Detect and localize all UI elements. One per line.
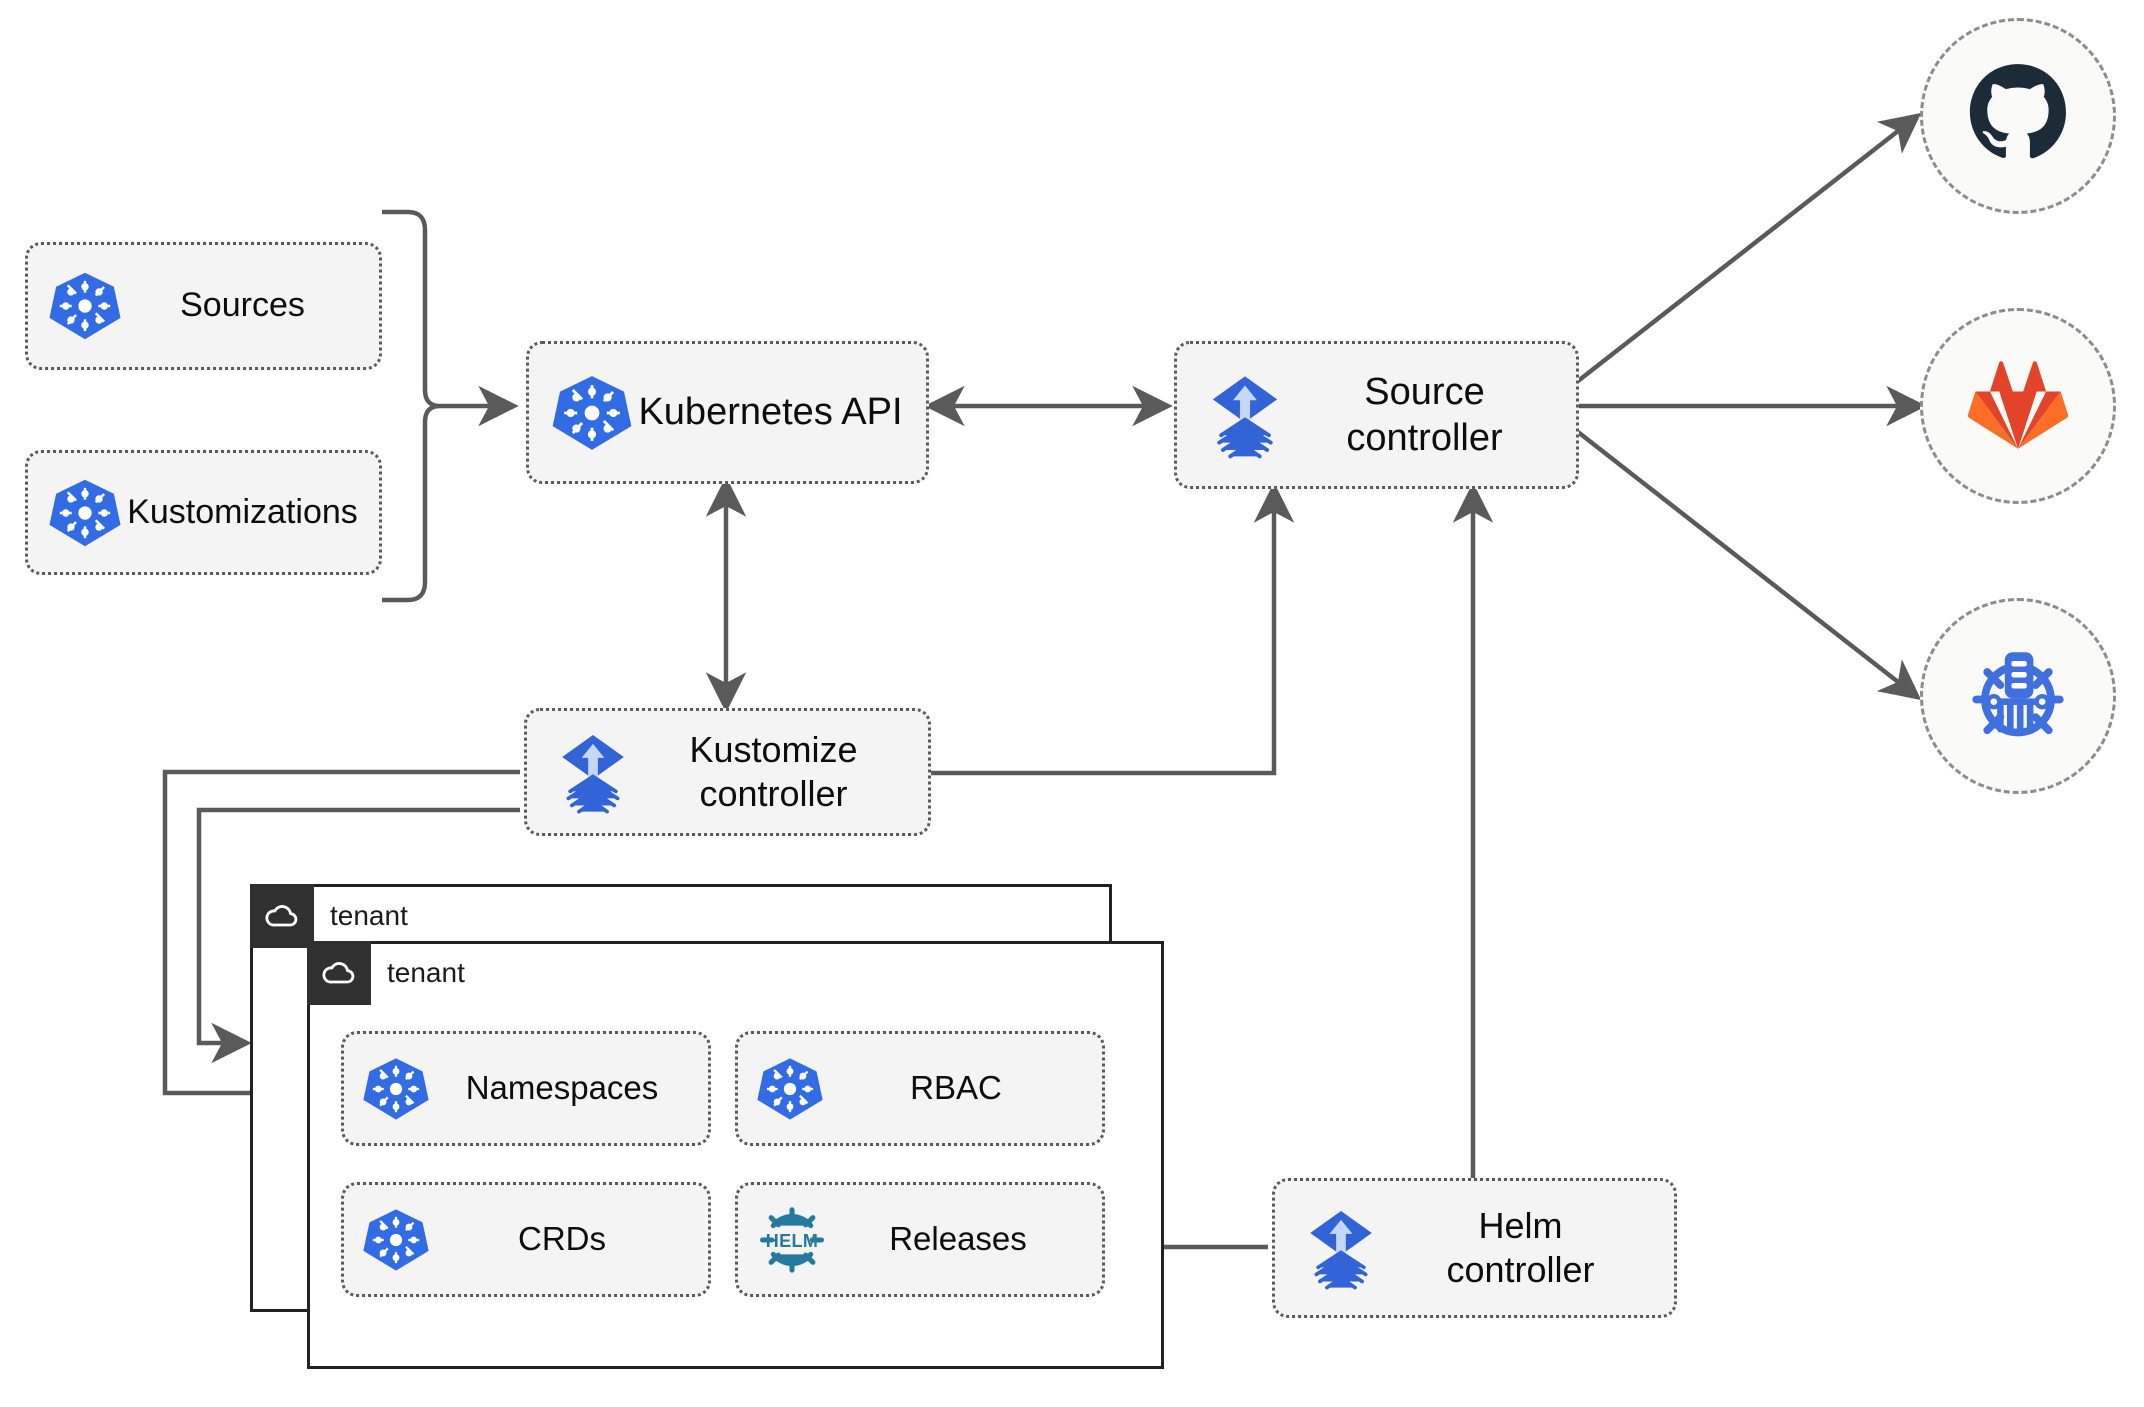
tenant-label: tenant — [387, 957, 465, 988]
kubernetes-icon — [360, 1206, 432, 1274]
tenant-container-inner: tenant — [307, 941, 1164, 1369]
flux-icon — [1295, 1204, 1387, 1292]
node-label: Sources — [180, 286, 305, 325]
node-label: Namespaces — [465, 1069, 659, 1107]
tenant-tab-outer: tenant — [250, 884, 408, 948]
node-label: CRDs — [518, 1220, 606, 1258]
provider-github[interactable] — [1920, 18, 2116, 214]
node-namespaces[interactable]: Namespaces — [341, 1031, 711, 1146]
provider-gitlab[interactable] — [1920, 308, 2116, 504]
node-label: Releases — [889, 1220, 1027, 1258]
tenant-label: tenant — [330, 900, 408, 931]
kubernetes-icon — [549, 372, 635, 454]
tenant-tab-inner: tenant — [307, 941, 465, 1005]
flux-icon — [547, 728, 639, 816]
node-rbac[interactable]: RBAC — [735, 1031, 1105, 1146]
node-label: Helm controller — [1446, 1205, 1595, 1290]
node-label: RBAC — [910, 1069, 1002, 1107]
provider-helm-repository[interactable] — [1920, 598, 2116, 794]
node-kubernetes-api[interactable]: Kubernetes API — [526, 341, 929, 484]
node-crds[interactable]: CRDs — [341, 1182, 711, 1297]
cloud-icon — [250, 884, 314, 948]
helm-repository-icon — [1963, 639, 2073, 754]
node-kustomizations[interactable]: Kustomizations — [25, 450, 382, 575]
node-releases[interactable]: HELM Releases — [735, 1182, 1105, 1297]
kubernetes-icon — [360, 1055, 432, 1123]
kubernetes-icon — [46, 269, 124, 343]
node-kustomize-controller[interactable]: Kustomize controller — [524, 708, 931, 836]
node-source-controller[interactable]: Source controller — [1174, 341, 1579, 489]
node-helm-controller[interactable]: Helm controller — [1272, 1178, 1677, 1318]
flux-icon — [1197, 369, 1293, 461]
kubernetes-icon — [754, 1055, 826, 1123]
edge-source-to-github — [1576, 112, 1922, 383]
github-icon — [1966, 62, 2070, 171]
helm-icon: HELM — [754, 1204, 830, 1276]
node-sources[interactable]: Sources — [25, 242, 382, 370]
gitlab-icon — [1966, 352, 2070, 461]
node-label: Kustomize controller — [689, 729, 858, 814]
svg-text:HELM: HELM — [766, 1231, 818, 1251]
cloud-icon — [307, 941, 371, 1005]
edge-sources-bracket — [382, 209, 441, 603]
kubernetes-icon — [46, 476, 124, 550]
edge-source-to-helm-repository — [1576, 430, 1922, 701]
node-label: Kustomizations — [127, 492, 358, 531]
node-label: Kubernetes API — [638, 391, 903, 434]
node-label: Source controller — [1346, 370, 1503, 459]
edge-kustomize-to-source — [931, 482, 1295, 776]
